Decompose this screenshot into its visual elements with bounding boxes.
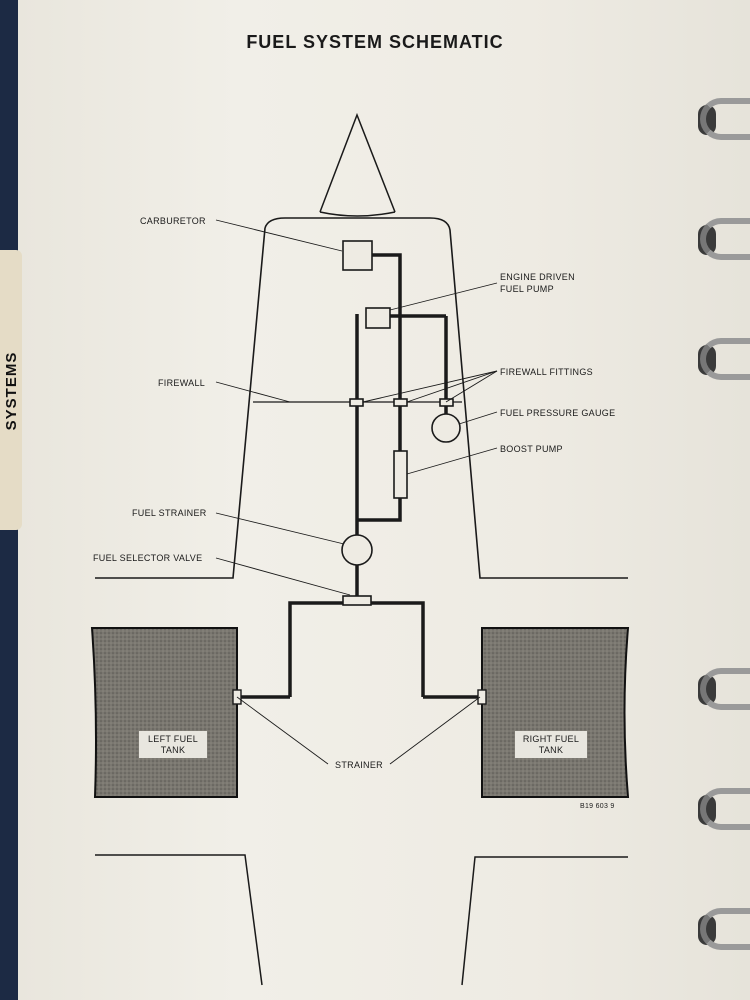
firewall-fitting-2 bbox=[393, 398, 408, 407]
aft-fuselage-outline bbox=[95, 854, 263, 986]
binder-ring-6 bbox=[700, 908, 750, 950]
right-fuel-tank bbox=[481, 627, 630, 798]
engine-driven-fuel-pump-label-2: FUEL PUMP bbox=[500, 284, 554, 294]
fuel-strainer-circle bbox=[341, 534, 373, 566]
firewall-fittings-label: FIREWALL FITTINGS bbox=[500, 367, 593, 377]
right-fuel-tank-label-bg bbox=[515, 731, 587, 758]
fuel-pressure-gauge-circle bbox=[431, 413, 461, 443]
left-fuel-tank-label-2: TANK bbox=[161, 745, 186, 755]
binder-ring-1 bbox=[700, 98, 750, 140]
fuel-pressure-gauge-label: FUEL PRESSURE GAUGE bbox=[500, 408, 615, 418]
carburetor-box bbox=[342, 240, 373, 271]
strainer-label: STRAINER bbox=[335, 760, 383, 770]
binder-ring-5 bbox=[700, 788, 750, 830]
left-fuel-tank-label-1: LEFT FUEL bbox=[148, 734, 198, 744]
engine-driven-fuel-pump-box bbox=[365, 307, 391, 329]
fuselage-outline bbox=[264, 217, 628, 579]
firewall-label: FIREWALL bbox=[158, 378, 205, 388]
boost-pump-label: BOOST PUMP bbox=[500, 444, 563, 454]
fuel-lines bbox=[210, 253, 512, 699]
firewall-fitting-1 bbox=[349, 398, 364, 407]
binder-ring-3 bbox=[700, 338, 750, 380]
leader-lines bbox=[215, 219, 498, 765]
fuel-selector-valve-label: FUEL SELECTOR VALVE bbox=[93, 553, 202, 563]
binder-ring-2 bbox=[700, 218, 750, 260]
boost-pump-box bbox=[393, 450, 408, 499]
manual-page bbox=[18, 0, 750, 1000]
firewall-fitting-3 bbox=[439, 398, 454, 407]
section-tab[interactable] bbox=[0, 250, 22, 530]
fuel-strainer-label: FUEL STRAINER bbox=[132, 508, 207, 518]
fuel-selector-valve-box bbox=[342, 595, 372, 606]
carburetor-label: CARBURETOR bbox=[140, 216, 206, 226]
left-fuel-tank bbox=[90, 627, 238, 798]
right-tank-strainer bbox=[477, 689, 487, 705]
right-fuel-tank-label-2: TANK bbox=[539, 745, 564, 755]
engine-driven-fuel-pump-label-1: ENGINE DRIVEN bbox=[500, 272, 575, 282]
figure-number: B19 603 9 bbox=[580, 803, 615, 810]
right-fuel-tank-label-1: RIGHT FUEL bbox=[523, 734, 579, 744]
page-title: FUEL SYSTEM SCHEMATIC bbox=[246, 32, 504, 52]
binder-ring-4 bbox=[700, 668, 750, 710]
propeller-spinner bbox=[319, 112, 396, 213]
left-fuel-tank-label-bg bbox=[139, 731, 207, 758]
